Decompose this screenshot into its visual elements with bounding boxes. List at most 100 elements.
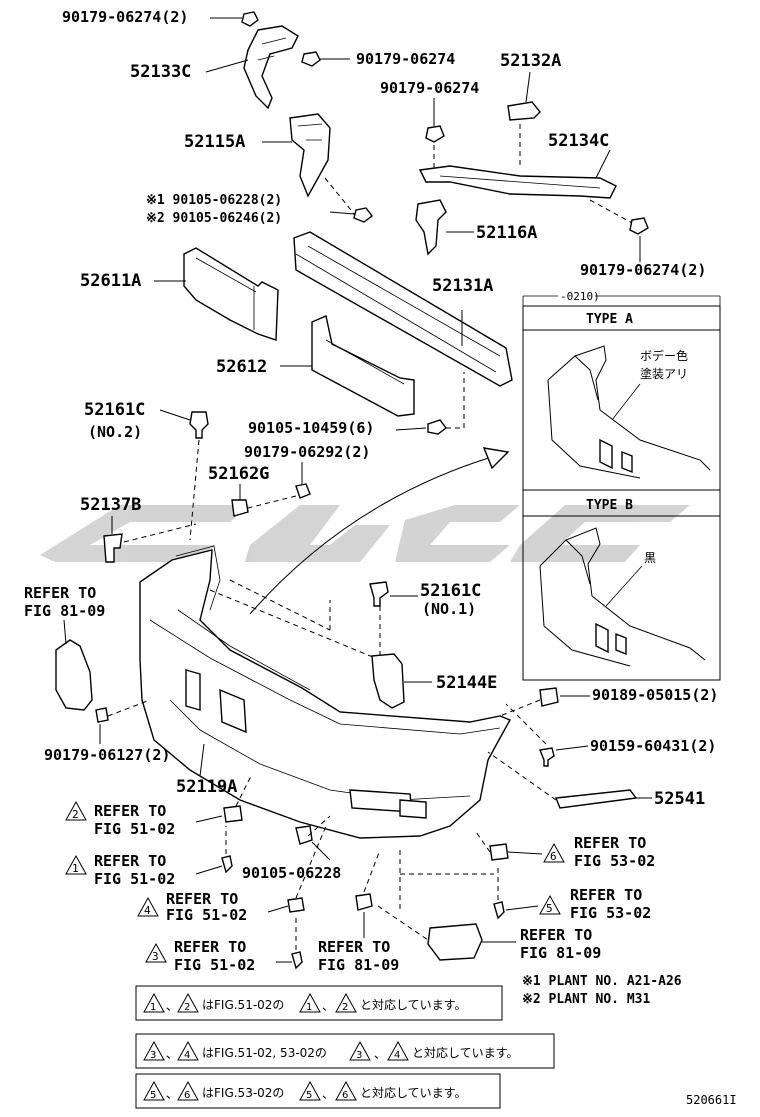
bolt-ref81 xyxy=(355,893,373,911)
clip-52132A xyxy=(507,101,541,121)
svg-text:6: 6 xyxy=(550,850,557,863)
label-ref2-1: REFER TO xyxy=(94,802,166,820)
note-plant-1: ※1 PLANT NO. A21-A26 xyxy=(522,974,682,989)
spacer-52162G xyxy=(231,499,249,517)
svg-text:4: 4 xyxy=(394,1050,400,1061)
inset-date-code: -0210) xyxy=(560,290,600,303)
label-52116A: 52116A xyxy=(476,223,537,243)
svg-text:、: 、 xyxy=(322,999,334,1013)
svg-text:3: 3 xyxy=(356,1050,362,1061)
svg-text:はFIG.51-02の: はFIG.51-02の xyxy=(202,998,284,1012)
figure-id: 520661I xyxy=(686,1093,737,1107)
nut-90179-06292 xyxy=(295,483,311,499)
label-52131A: 52131A xyxy=(432,276,493,296)
svg-text:3: 3 xyxy=(150,1050,156,1061)
label-no1: (NO.1) xyxy=(422,600,476,618)
bracket-52115A xyxy=(289,113,331,198)
legend-row-2: 3 、 4 はFIG.51-02, 53-02の 3 、 4 と対応しています。 xyxy=(135,1033,555,1069)
label-ref4-1: REFER TO xyxy=(166,890,238,908)
screw-ref5 xyxy=(493,901,505,920)
label-ref1-2: FIG 51-02 xyxy=(94,870,175,888)
screw-ref1 xyxy=(221,855,233,874)
reinforcement-52131A xyxy=(293,231,513,387)
svg-text:5: 5 xyxy=(150,1090,156,1101)
label-ref81-c1: REFER TO xyxy=(520,926,592,944)
label-90179-06274-2b: 90179-06274(2) xyxy=(580,261,706,279)
label-52133C: 52133C xyxy=(130,62,191,82)
svg-text:6: 6 xyxy=(184,1090,190,1101)
nut-90179-06274-top xyxy=(241,11,259,27)
svg-text:、: 、 xyxy=(322,1087,334,1101)
bracket-52116A xyxy=(415,199,447,256)
label-note1-bolt: ※1 90105-06228(2) xyxy=(146,193,282,208)
label-52115A: 52115A xyxy=(184,132,245,152)
svg-text:1: 1 xyxy=(72,862,79,875)
bracket-52133C xyxy=(243,25,299,110)
screw-90159-60431 xyxy=(539,747,555,767)
label-52162G: 52162G xyxy=(208,464,269,484)
triangle-ref-3: 3 xyxy=(145,942,167,963)
triangle-ref-5: 5 xyxy=(539,894,561,915)
label-ref6-1: REFER TO xyxy=(574,834,646,852)
nut-90179-06274-b xyxy=(425,125,445,143)
label-refer-81-09-a1: REFER TO xyxy=(24,584,96,602)
svg-text:1: 1 xyxy=(150,1002,156,1013)
screw-ref3 xyxy=(291,951,303,970)
label-52119A: 52119A xyxy=(176,777,237,797)
label-ref4-2: FIG 51-02 xyxy=(166,906,247,924)
label-52161C-no1: 52161C xyxy=(420,581,481,601)
type-b-note: 黒 xyxy=(644,551,656,565)
label-ref5-1: REFER TO xyxy=(570,886,642,904)
label-ref2-2: FIG 51-02 xyxy=(94,820,175,838)
label-ref1-1: REFER TO xyxy=(94,852,166,870)
svg-text:、: 、 xyxy=(374,1047,386,1061)
svg-text:、: 、 xyxy=(166,1047,178,1061)
label-90179-06274-a: 90179-06274 xyxy=(356,50,455,68)
fog-lamp-cover-right xyxy=(427,923,483,961)
label-ref3-2: FIG 51-02 xyxy=(174,956,255,974)
legend-row-3: 5 、 6 はFIG.53-02の 5 、 6 と対応しています。 xyxy=(135,1073,501,1109)
reinforcement-52134C xyxy=(418,165,617,199)
svg-text:2: 2 xyxy=(72,808,79,821)
label-ref3-1: REFER TO xyxy=(174,938,246,956)
svg-text:と対応しています。: と対応しています。 xyxy=(360,1086,466,1100)
svg-text:5: 5 xyxy=(546,902,553,915)
bolt-90105-06228 xyxy=(353,207,373,223)
type-a-label: TYPE A xyxy=(586,312,633,327)
label-90179-06274-b: 90179-06274 xyxy=(380,79,479,97)
label-ref6-2: FIG 53-02 xyxy=(574,852,655,870)
absorber-52612 xyxy=(311,315,415,417)
triangle-ref-4: 4 xyxy=(137,896,159,917)
svg-text:3: 3 xyxy=(152,950,159,963)
bolt-90105-10459 xyxy=(427,419,447,435)
retainer-52161C-no2 xyxy=(189,411,209,439)
label-refer-81-09-a2: FIG 81-09 xyxy=(24,602,105,620)
svg-text:と対応しています。: と対応しています。 xyxy=(412,1046,518,1060)
clip-90189-05015 xyxy=(539,687,559,707)
strip-52541 xyxy=(555,789,638,809)
label-52612: 52612 xyxy=(216,357,267,377)
svg-text:2: 2 xyxy=(342,1002,348,1013)
svg-text:4: 4 xyxy=(144,904,151,917)
clip-ref6 xyxy=(489,843,509,861)
type-a-note-1: ボデー色 xyxy=(640,348,688,363)
label-52144E: 52144E xyxy=(436,673,497,693)
note-plant-2: ※2 PLANT NO. M31 xyxy=(522,992,650,1007)
triangle-ref-1: 1 xyxy=(65,854,87,875)
type-b-box xyxy=(522,489,721,681)
clip-ref4 xyxy=(287,897,305,913)
label-90179-06292: 90179-06292(2) xyxy=(244,443,370,461)
label-52611A: 52611A xyxy=(80,271,141,291)
legend-row-1: 1 、 2 はFIG.51-02の 1 、 2 と対応しています。 xyxy=(135,985,503,1021)
bolt-90105-06228-b xyxy=(295,825,313,845)
triangle-ref-6: 6 xyxy=(543,842,565,863)
bumper-cover-52119A xyxy=(139,545,511,839)
label-52132A: 52132A xyxy=(500,51,561,71)
label-ref5-2: FIG 53-02 xyxy=(570,904,651,922)
direction-arrow xyxy=(249,455,496,615)
svg-text:、: 、 xyxy=(166,1087,178,1101)
inset-panel: -0210) TYPE A ボデー色 塗装アリ TYPE B 黒 xyxy=(522,290,721,681)
type-b-label: TYPE B xyxy=(586,498,633,513)
svg-text:、: 、 xyxy=(166,999,178,1013)
